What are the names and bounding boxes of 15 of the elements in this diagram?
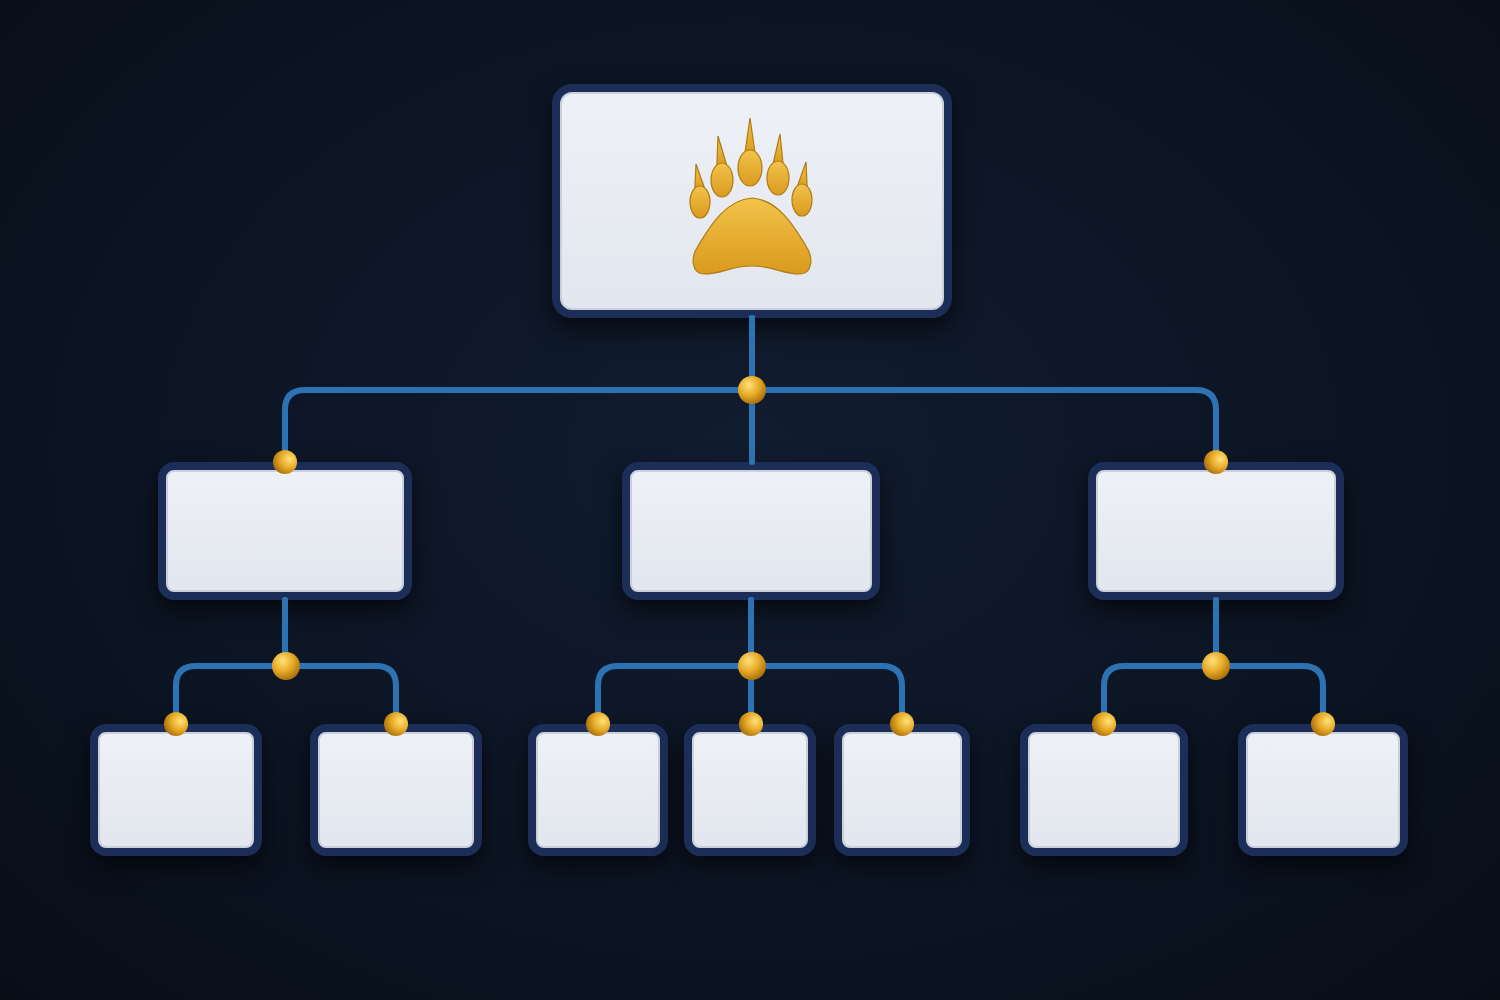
org-chart-box	[552, 84, 952, 318]
org-chart-box	[528, 724, 668, 856]
connector-line	[1213, 597, 1336, 737]
org-chart-box	[684, 724, 816, 856]
org-chart-box	[622, 462, 880, 600]
org-chart-box	[1088, 462, 1344, 600]
org-chart-box	[1020, 724, 1188, 856]
connector-line	[749, 315, 1229, 475]
org-chart-box	[90, 724, 262, 856]
connector-line	[282, 597, 409, 737]
org-chart-box	[1238, 724, 1408, 856]
org-chart-box	[834, 724, 970, 856]
connector-line	[748, 597, 915, 737]
org-chart-box	[158, 462, 412, 600]
org-chart-box	[310, 724, 482, 856]
